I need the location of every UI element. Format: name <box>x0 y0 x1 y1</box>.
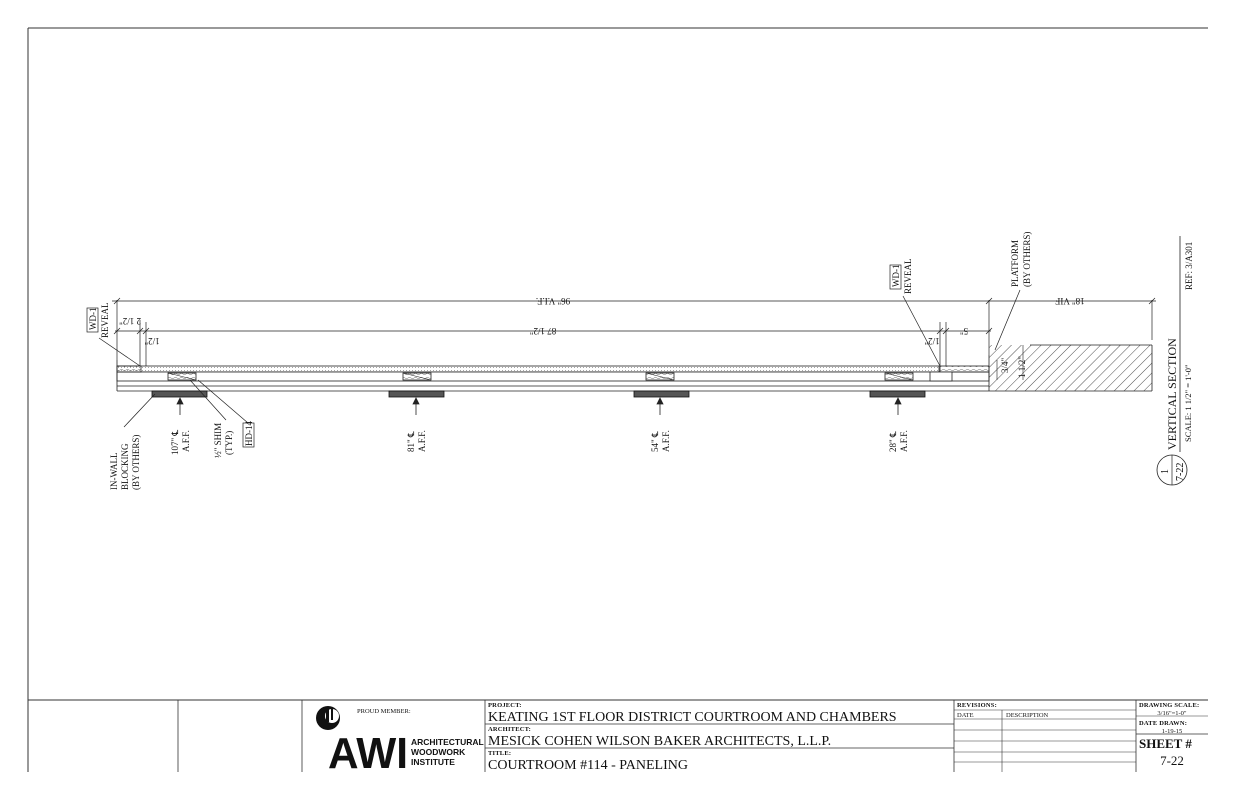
wd1-tag-left-box <box>86 307 99 333</box>
wd1-tag-left: WD-1 <box>88 308 98 331</box>
leader-reveal-left <box>98 337 141 367</box>
elevation-81: 81" ℄ <box>406 431 416 452</box>
dim-inner: 87 1/2" <box>529 326 556 336</box>
dim-right-18: 18" VIF <box>1055 296 1084 306</box>
blocking-label-2: BLOCKING <box>120 443 130 490</box>
project-value: KEATING 1ST FLOOR DISTRICT COURTROOM AND… <box>488 710 897 725</box>
panel-substrate <box>116 371 990 382</box>
dim-left-2half: 2 1/2" <box>119 316 141 326</box>
hd14-tag: HD-14 <box>244 421 254 446</box>
elevation-54-aff: A.F.F. <box>661 430 671 452</box>
blocking-81 <box>388 390 445 398</box>
section-number: 1 <box>1160 469 1171 474</box>
elevation-107-aff: A.F.F. <box>181 430 191 452</box>
drawing-scale-label: DRAWING SCALE: <box>1139 702 1199 709</box>
dim-overall: 96" V.I.F. <box>536 296 570 306</box>
elevation-81-aff: A.F.F. <box>417 430 427 452</box>
trim-block-right <box>929 371 953 382</box>
awi-logo <box>316 706 340 730</box>
cleat-28 <box>884 372 914 381</box>
shim-label-1: ½" SHIM <box>213 423 223 458</box>
revisions-description-col: DESCRIPTION <box>1006 712 1049 719</box>
leader-hd14 <box>197 379 249 424</box>
dim-left-half: 1/2" <box>144 336 160 346</box>
awi-logo-text: AWI <box>328 729 408 778</box>
revisions-date-col: DATE <box>957 712 974 719</box>
date-drawn-label: DATE DRAWN: <box>1139 720 1187 727</box>
blocking-54 <box>633 390 690 398</box>
leader-platform <box>994 289 1021 351</box>
leader-blocking <box>123 393 156 428</box>
dimension-lines <box>112 297 1156 366</box>
sheet-value: 7-22 <box>1160 753 1184 768</box>
section-title: VERTICAL SECTION <box>1165 338 1179 450</box>
leader-shim <box>189 379 227 421</box>
title-block: PROUD MEMBER: AWI ARCHITECTURAL WOODWORK… <box>28 699 1208 778</box>
hd14-tag-box <box>242 422 255 448</box>
blocking-28 <box>869 390 926 398</box>
shim-label-2: (TYP.) <box>224 431 234 455</box>
section-sheet-ref: 7-22 <box>1175 463 1186 481</box>
dim-right-5: 5" <box>960 326 969 336</box>
cleat-81 <box>402 372 432 381</box>
leader-reveal-right <box>902 295 941 367</box>
reveal-block-right <box>939 365 990 373</box>
drawing-scale-value: 3/16"=1-0" <box>1157 710 1187 717</box>
section-scale: SCALE: 1 1/2" = 1'-0" <box>1183 365 1193 443</box>
cleat-107 <box>167 372 197 381</box>
cleat-54 <box>645 372 675 381</box>
reveal-right: REVEAL <box>903 259 913 295</box>
elevation-54: 54" ℄ <box>650 431 660 452</box>
platform-hatch <box>989 345 1152 391</box>
ref-label: REF: 3/A301 <box>1184 242 1194 290</box>
title-value: COURTROOM #114 - PANELING <box>488 758 688 773</box>
wd1-tag-right-box <box>889 264 902 290</box>
awi-line-1: ARCHITECTURAL <box>411 737 484 747</box>
elevation-28: 28" ℄ <box>888 431 898 452</box>
platform-label-1: PLATFORM <box>1010 240 1020 287</box>
blocking-label-3: (BY OTHERS) <box>131 435 141 490</box>
elevation-arrows <box>176 397 902 415</box>
proud-member: PROUD MEMBER: <box>357 708 411 715</box>
elevation-107: 107" ℄ <box>170 430 180 455</box>
project-label: PROJECT: <box>488 702 522 709</box>
revisions-label: REVISIONS: <box>957 702 997 709</box>
vertical-section-drawing: 3/4" 1 1/2" 96" V.I.F. 87 1/2" 18" V <box>86 232 1194 491</box>
sheet-label: SHEET # <box>1139 736 1192 751</box>
architect-value: MESICK COHEN WILSON BAKER ARCHITECTS, L.… <box>488 734 831 749</box>
platform-label-2: (BY OTHERS) <box>1022 232 1032 287</box>
elevation-28-aff: A.F.F. <box>899 430 909 452</box>
reveal-left: REVEAL <box>100 303 110 339</box>
blocking-label-1: IN-WALL <box>109 453 119 491</box>
dim-3-4: 3/4" <box>1000 357 1010 373</box>
panel-veneer <box>116 365 940 373</box>
date-drawn-value: 1-19-15 <box>1162 728 1183 735</box>
architect-label: ARCHITECT: <box>488 726 531 733</box>
title-label: TITLE: <box>488 750 511 757</box>
dim-right-half: 1/2" <box>924 336 940 346</box>
reveal-block-left <box>116 365 142 373</box>
wd1-tag-right: WD-1 <box>891 265 901 288</box>
blocking-107 <box>151 390 208 398</box>
awi-line-2: WOODWORK <box>411 747 466 757</box>
awi-line-3: INSTITUTE <box>411 757 455 767</box>
dim-1half: 1 1/2" <box>1017 356 1027 378</box>
